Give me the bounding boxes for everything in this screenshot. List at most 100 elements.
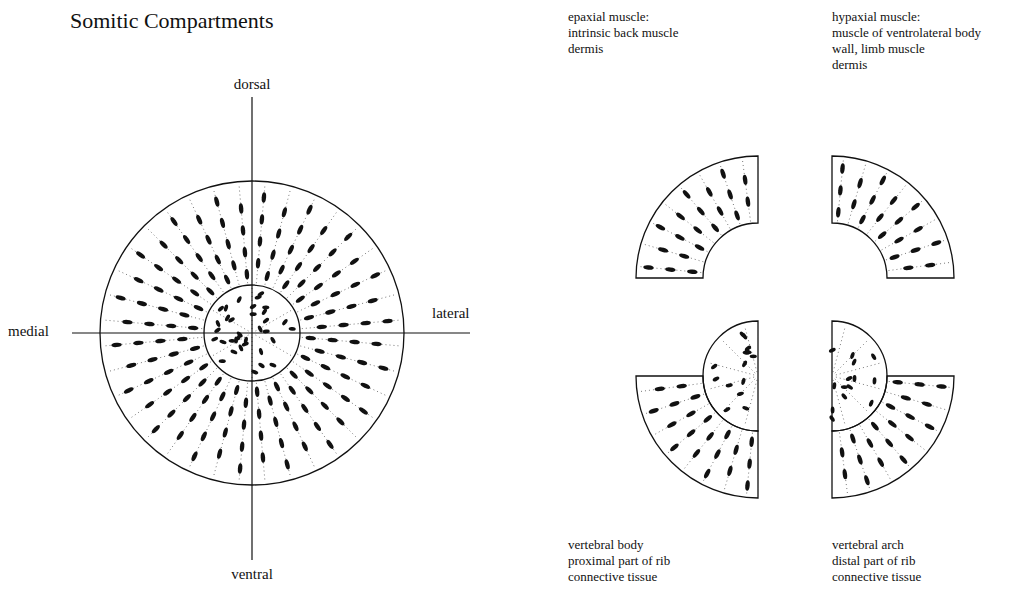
cell-nucleus	[733, 444, 740, 455]
cell-nucleus	[300, 354, 311, 362]
cell-nucleus	[904, 412, 915, 421]
cell-nucleus	[313, 421, 323, 432]
cell-nucleus	[654, 386, 665, 392]
cell-nucleus	[228, 339, 235, 343]
cell-nucleus	[126, 362, 137, 369]
radial-dotted-line	[255, 335, 291, 356]
cell-nucleus	[240, 225, 245, 236]
radial-dotted-line	[882, 219, 937, 250]
cell-nucleus	[158, 239, 168, 249]
compartment-text: dermis	[832, 57, 990, 73]
cell-nucleus	[244, 269, 249, 280]
cell-nucleus	[278, 438, 285, 449]
cell-nucleus	[209, 411, 217, 422]
radial-dotted-line	[265, 188, 291, 285]
radial-dotted-line	[724, 431, 742, 491]
cell-nucleus	[657, 246, 668, 253]
compartment-caption: epaxial muscle:intrinsic back musclederm…	[568, 9, 726, 57]
cell-nucleus	[155, 338, 166, 343]
cell-nucleus	[750, 354, 757, 358]
cell-nucleus	[173, 295, 184, 303]
cell-nucleus	[305, 204, 313, 215]
radial-dotted-line	[869, 419, 910, 467]
cell-nucleus	[885, 402, 896, 411]
radial-dotted-line	[213, 188, 239, 285]
radial-dotted-line	[107, 294, 204, 320]
cell-nucleus	[313, 282, 324, 292]
cell-nucleus	[144, 321, 155, 326]
cell-nucleus	[284, 459, 291, 470]
cell-nucleus	[193, 304, 204, 312]
cell-nucleus	[742, 174, 748, 185]
cell-nucleus	[713, 448, 722, 459]
radial-dotted-line	[297, 270, 388, 312]
cell-nucleus	[215, 320, 221, 328]
radial-dotted-line	[835, 339, 869, 373]
ring-quadrant-outline	[636, 376, 758, 498]
cell-nucleus	[269, 362, 277, 368]
radial-dotted-line	[858, 172, 887, 228]
radial-dotted-line	[166, 374, 223, 456]
cell-nucleus	[319, 225, 329, 236]
axis-label: dorsal	[234, 76, 271, 93]
cell-nucleus	[741, 377, 746, 385]
cell-nucleus	[194, 252, 204, 263]
cell-nucleus	[643, 265, 654, 270]
cell-nucleus	[162, 387, 173, 397]
cell-nucleus	[367, 297, 378, 304]
cell-nucleus	[676, 383, 687, 389]
cell-nucleus	[153, 263, 164, 273]
radial-dotted-line	[213, 381, 239, 478]
cell-nucleus	[723, 429, 732, 440]
cell-nucleus	[733, 210, 740, 221]
cell-nucleus	[296, 224, 304, 235]
cell-nucleus	[898, 454, 908, 465]
cell-nucleus	[200, 431, 208, 442]
cell-nucleus	[316, 324, 327, 329]
cell-nucleus	[300, 403, 310, 414]
radial-dotted-line	[293, 247, 375, 304]
cell-nucleus	[655, 223, 666, 232]
radial-dotted-line	[720, 164, 740, 224]
cell-nucleus	[158, 306, 169, 313]
radial-dotted-line	[745, 380, 757, 426]
cell-nucleus	[872, 377, 876, 384]
axis-label: medial	[8, 323, 49, 340]
cell-nucleus	[338, 322, 349, 327]
cell-nucleus	[123, 386, 134, 394]
radial-dotted-line	[639, 383, 701, 391]
cell-nucleus	[281, 318, 288, 326]
cell-nucleus	[842, 469, 848, 480]
cell-nucleus	[736, 391, 744, 397]
compartment-text: muscle of ventrolateral body wall, limb …	[832, 25, 990, 57]
mediolateral-axis	[72, 332, 470, 333]
cell-nucleus	[262, 305, 269, 309]
cell-nucleus	[189, 345, 200, 352]
radial-dotted-line	[281, 210, 338, 292]
radial-dotted-line	[683, 421, 722, 470]
compartment-group	[828, 321, 954, 498]
cell-nucleus	[322, 381, 333, 391]
cell-nucleus	[306, 243, 316, 254]
cell-nucleus	[166, 408, 176, 418]
cell-nucleus	[330, 290, 341, 298]
cell-nucleus	[241, 419, 246, 430]
radial-dotted-line	[850, 430, 870, 490]
compartment-shape	[825, 315, 1025, 613]
radial-dotted-line	[287, 368, 358, 439]
cell-nucleus	[188, 325, 199, 330]
cell-nucleus	[258, 348, 263, 356]
cell-nucleus	[288, 327, 296, 332]
cell-nucleus	[703, 468, 712, 479]
cell-nucleus	[877, 230, 888, 240]
cell-nucleus	[133, 276, 144, 284]
cell-nucleus	[171, 275, 182, 285]
cell-nucleus	[924, 422, 935, 431]
dorsoventral-axis	[251, 97, 252, 560]
label-position: lateral	[432, 305, 469, 322]
cell-nucleus	[211, 336, 219, 342]
radial-dotted-line	[877, 411, 926, 450]
cell-nucleus	[849, 351, 855, 359]
cell-nucleus	[910, 202, 921, 212]
cell-nucleus	[241, 341, 249, 347]
